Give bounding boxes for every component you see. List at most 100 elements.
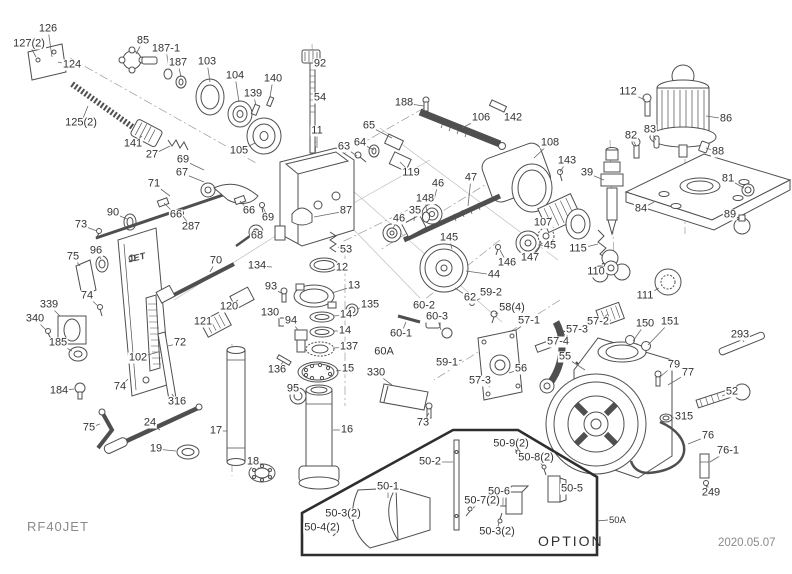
- part-label-18: 18: [245, 455, 261, 468]
- part-label-65: 65: [361, 119, 377, 132]
- part-label-140: 140: [262, 72, 284, 85]
- part-label-46: 46: [391, 212, 407, 225]
- revision-date: 2020.05.07: [718, 537, 776, 549]
- part-label-85: 85: [135, 34, 151, 47]
- part-label-120: 120: [218, 300, 240, 313]
- part-label-39: 39: [579, 166, 595, 179]
- part-label-66: 66: [168, 208, 184, 221]
- part-label-108: 108: [539, 136, 561, 149]
- part-label-69: 69: [260, 211, 276, 224]
- part-label-57-4: 57-4: [545, 335, 571, 348]
- part-label-53: 53: [338, 243, 354, 256]
- part-label-57-3: 57-3: [467, 374, 493, 387]
- part-label-340: 340: [24, 312, 46, 325]
- part-label-107: 107: [532, 216, 554, 229]
- quill-lock-knobs: [537, 193, 682, 296]
- gearbox-body: [545, 331, 765, 492]
- part-label-145: 145: [438, 231, 460, 244]
- option-guide-rod: [453, 439, 460, 531]
- part-label-56: 56: [513, 362, 529, 375]
- part-label-50-8-2: 50-8(2): [517, 451, 555, 464]
- part-label-64: 64: [352, 136, 368, 149]
- part-label-50-2: 50-2: [417, 455, 443, 468]
- part-label-93: 93: [263, 280, 279, 293]
- part-label-12: 12: [334, 261, 350, 274]
- drive-shaft-assembly: [354, 96, 508, 172]
- part-label-14: 14: [338, 308, 354, 321]
- part-label-60-1: 60-1: [388, 327, 414, 340]
- part-label-47: 47: [463, 171, 479, 184]
- spindle: [600, 147, 624, 236]
- part-label-57-2: 57-2: [585, 315, 611, 328]
- feed-handle-bars: [96, 403, 203, 454]
- part-label-315: 315: [673, 410, 695, 423]
- option-caption: OPTION: [538, 533, 604, 549]
- part-label-139: 139: [242, 87, 264, 100]
- part-label-63: 63: [336, 140, 352, 153]
- part-label-76-1: 76-1: [715, 444, 741, 457]
- motor: [642, 64, 717, 158]
- part-label-75: 75: [65, 250, 81, 263]
- part-label-50-1: 50-1: [375, 480, 401, 493]
- part-label-126: 126: [37, 22, 59, 35]
- part-label-115: 115: [568, 242, 588, 255]
- part-label-66: 66: [241, 204, 257, 217]
- part-label-142: 142: [502, 111, 524, 124]
- part-label-148: 148: [414, 192, 436, 205]
- part-label-24: 24: [142, 416, 158, 429]
- handle-knob-and-pulleys: [118, 46, 282, 155]
- part-label-124: 124: [61, 58, 83, 71]
- part-label-16: 16: [339, 423, 355, 436]
- part-label-60a: 60A: [373, 345, 395, 358]
- arbor-stack: [276, 283, 359, 405]
- part-label-50-3-2: 50-3(2): [324, 507, 362, 520]
- part-label-151: 151: [659, 315, 681, 328]
- column-tube: [298, 384, 340, 490]
- part-label-73: 73: [73, 218, 89, 231]
- part-label-134: 134: [246, 259, 268, 272]
- part-label-293: 293: [729, 328, 751, 341]
- part-label-75: 75: [81, 421, 97, 434]
- part-label-95: 95: [285, 382, 301, 395]
- part-label-13: 13: [346, 279, 362, 292]
- part-label-55: 55: [557, 350, 573, 363]
- part-label-330: 330: [365, 366, 387, 379]
- part-label-52: 52: [724, 385, 740, 398]
- part-label-135: 135: [359, 298, 381, 311]
- part-label-50-4-2: 50-4(2): [303, 521, 341, 534]
- part-label-105: 105: [228, 144, 250, 157]
- part-label-143: 143: [556, 154, 578, 167]
- part-label-86: 86: [718, 112, 734, 125]
- part-label-72: 72: [172, 336, 188, 349]
- part-label-187-1: 187-1: [150, 42, 182, 55]
- part-label-45: 45: [542, 239, 558, 252]
- part-label-146: 146: [496, 256, 518, 269]
- part-label-121: 121: [192, 315, 214, 328]
- part-label-187: 187: [167, 56, 189, 69]
- part-label-184: 184: [48, 384, 70, 397]
- part-label-50-9-2: 50-9(2): [492, 437, 530, 450]
- part-label-54: 54: [312, 91, 328, 104]
- part-label-57-1: 57-1: [516, 314, 542, 327]
- part-label-96: 96: [88, 244, 104, 257]
- part-label-17: 17: [208, 424, 224, 437]
- part-label-59-1: 59-1: [434, 356, 460, 369]
- part-label-130: 130: [259, 306, 281, 319]
- base-plate: [624, 135, 792, 235]
- part-label-84: 84: [633, 202, 649, 215]
- part-label-127-2: 127(2): [12, 37, 46, 50]
- part-label-50-6: 50-6: [486, 485, 512, 498]
- part-label-92: 92: [312, 57, 328, 70]
- part-label-137: 137: [338, 340, 360, 353]
- part-label-339: 339: [38, 298, 60, 311]
- gear-train: [382, 193, 555, 293]
- part-label-14: 14: [337, 324, 353, 337]
- part-label-147: 147: [519, 251, 541, 264]
- part-label-74: 74: [112, 380, 128, 393]
- part-label-58-4: 58(4): [498, 301, 526, 314]
- part-label-150: 150: [634, 317, 656, 330]
- switch-bracket-assembly: [27, 43, 189, 151]
